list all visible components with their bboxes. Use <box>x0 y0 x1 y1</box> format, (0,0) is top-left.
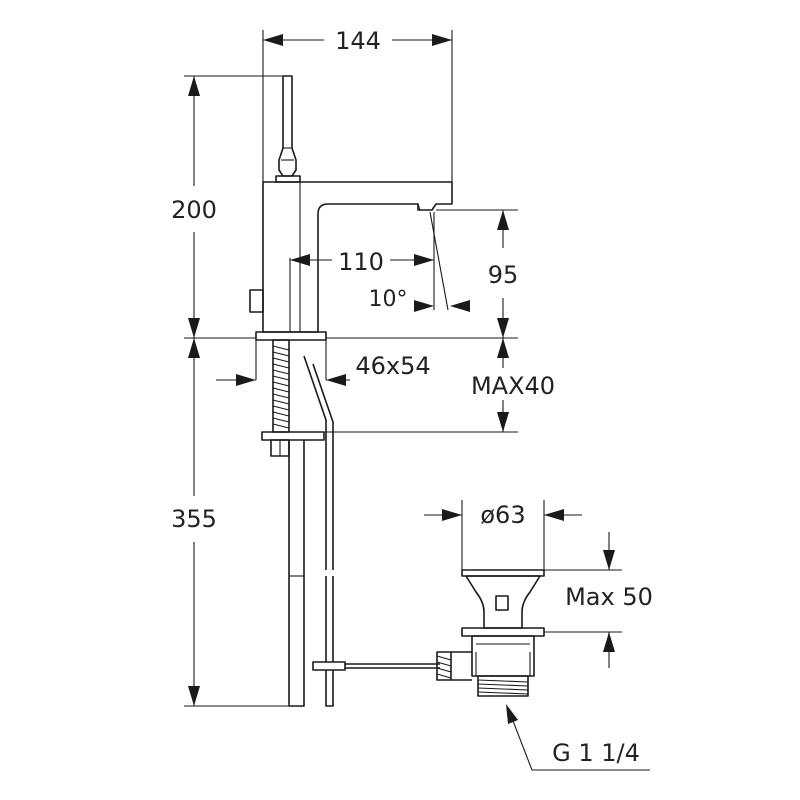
dim-label-height-above-deck: 200 <box>171 196 217 224</box>
dim-label-overall-width: 144 <box>335 27 381 55</box>
waste-valve <box>451 569 545 697</box>
waste-slot <box>495 595 509 611</box>
rod-clamp <box>312 661 346 671</box>
dim-label-waste-thread: G 1 1/4 <box>552 739 640 767</box>
lever-handle <box>278 75 297 177</box>
dim-label-max-deck-thickness: MAX40 <box>471 372 555 400</box>
dimension-labels: 144 200 110 95 10° 46x54 MAX40 355 ø63 M… <box>171 27 653 767</box>
below-deck-assembly <box>261 339 452 707</box>
dim-label-length-below-deck: 355 <box>171 505 217 533</box>
waste-cone <box>465 575 541 629</box>
waste-body <box>471 635 535 677</box>
dimension-lines <box>188 34 650 771</box>
deck-base <box>255 331 327 341</box>
mounting-washer <box>261 431 325 441</box>
spout <box>262 181 453 333</box>
pop-up-rod <box>303 355 334 570</box>
side-knob <box>249 289 264 313</box>
faucet-body <box>249 75 453 341</box>
linkage-rod <box>345 663 440 669</box>
dim-label-spout-reach: 110 <box>338 248 384 276</box>
dim-label-spout-height: 95 <box>488 261 519 289</box>
dim-label-body-size: 46x54 <box>355 352 430 380</box>
dim-label-waste-max: Max 50 <box>565 583 653 611</box>
supply-hose <box>288 440 305 707</box>
dim-label-waste-diameter: ø63 <box>480 501 525 529</box>
dim-label-spout-angle: 10° <box>369 287 408 312</box>
